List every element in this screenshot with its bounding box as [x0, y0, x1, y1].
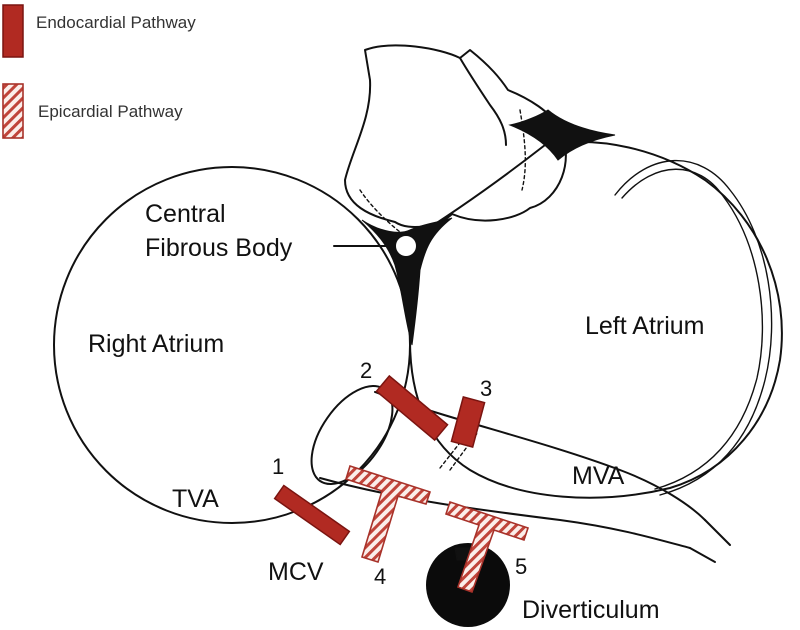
pathway-1-number: 1 — [272, 454, 284, 479]
pathway-4-number: 4 — [374, 564, 386, 589]
pathway-1-endocardial — [273, 484, 351, 546]
left-atrium-inner-wall — [614, 159, 773, 496]
great-vessels-outline — [344, 44, 567, 233]
left-fibrous-trigone — [508, 109, 616, 161]
left-atrium-inner-wall-2 — [621, 168, 764, 490]
legend-epicardial-label: Epicardial Pathway — [38, 102, 183, 121]
left-atrium-label: Left Atrium — [585, 312, 705, 340]
diverticulum-label: Diverticulum — [522, 596, 660, 624]
pathway-5-number: 5 — [515, 554, 527, 579]
pathway-3-endocardial — [450, 396, 486, 448]
central-fibrous-body-label-line1: Central — [145, 200, 226, 228]
pathway-2-endocardial — [375, 374, 449, 442]
tva-label: TVA — [172, 485, 219, 513]
pathway-3-number: 3 — [480, 376, 492, 401]
legend: Endocardial Pathway Epicardial Pathway — [2, 4, 196, 139]
pathway-4-epicardial — [345, 464, 432, 564]
central-fibrous-body-label-line2: Fibrous Body — [145, 234, 293, 262]
pathway-5-epicardial — [444, 500, 530, 594]
legend-epicardial-swatch — [2, 83, 24, 139]
legend-endocardial-label: Endocardial Pathway — [36, 13, 196, 32]
right-atrium-label: Right Atrium — [88, 330, 224, 358]
legend-endocardial-swatch — [2, 4, 24, 58]
central-fibrous-body-trigone — [361, 217, 453, 346]
central-fibrous-body-node — [394, 234, 418, 258]
mcv-label: MCV — [268, 558, 324, 586]
pathway-2-number: 2 — [360, 358, 372, 383]
mva-label: MVA — [572, 462, 625, 490]
